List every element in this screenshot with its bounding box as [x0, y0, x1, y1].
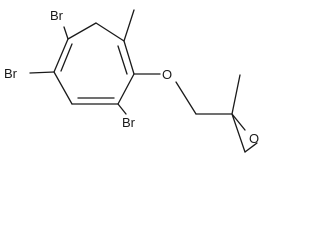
ring-bond-right [123, 40, 135, 75]
bond-to-methyl [123, 9, 135, 42]
atom-label-br-bottom: Br [122, 115, 136, 130]
bond-to-br-left [29, 71, 55, 74]
atom-label-br-left: Br [4, 66, 18, 81]
epoxide-bond-c-o [231, 113, 246, 131]
bond-quaternary-c-to-methyl [231, 74, 241, 115]
ring-bond-bottom-left [53, 71, 73, 105]
bond-to-br-bottom [117, 103, 127, 115]
structure-canvas: Br Br Br O O [4, 8, 259, 153]
atom-label-br-top: Br [50, 8, 64, 23]
ring-double-bond-left [60, 43, 73, 72]
bond-o-to-ch2 [175, 81, 197, 115]
molecule-structure: Br Br Br O O [4, 8, 259, 153]
bond-to-br-top [63, 26, 69, 40]
ring-bond-top-left [67, 22, 97, 40]
atom-label-oxygen-ether: O [162, 67, 172, 82]
atom-label-oxygen-epoxide: O [249, 131, 259, 146]
ring-double-bond-right [117, 45, 128, 75]
benzene-ring [53, 22, 135, 105]
epoxide-bond-c-ch2 [231, 113, 246, 153]
ring-bond-left [53, 38, 69, 73]
epoxide-bond-o-ch2 [244, 142, 258, 153]
ring-bond-bottom-right [117, 73, 135, 105]
ring-bond-top-right [95, 22, 125, 42]
